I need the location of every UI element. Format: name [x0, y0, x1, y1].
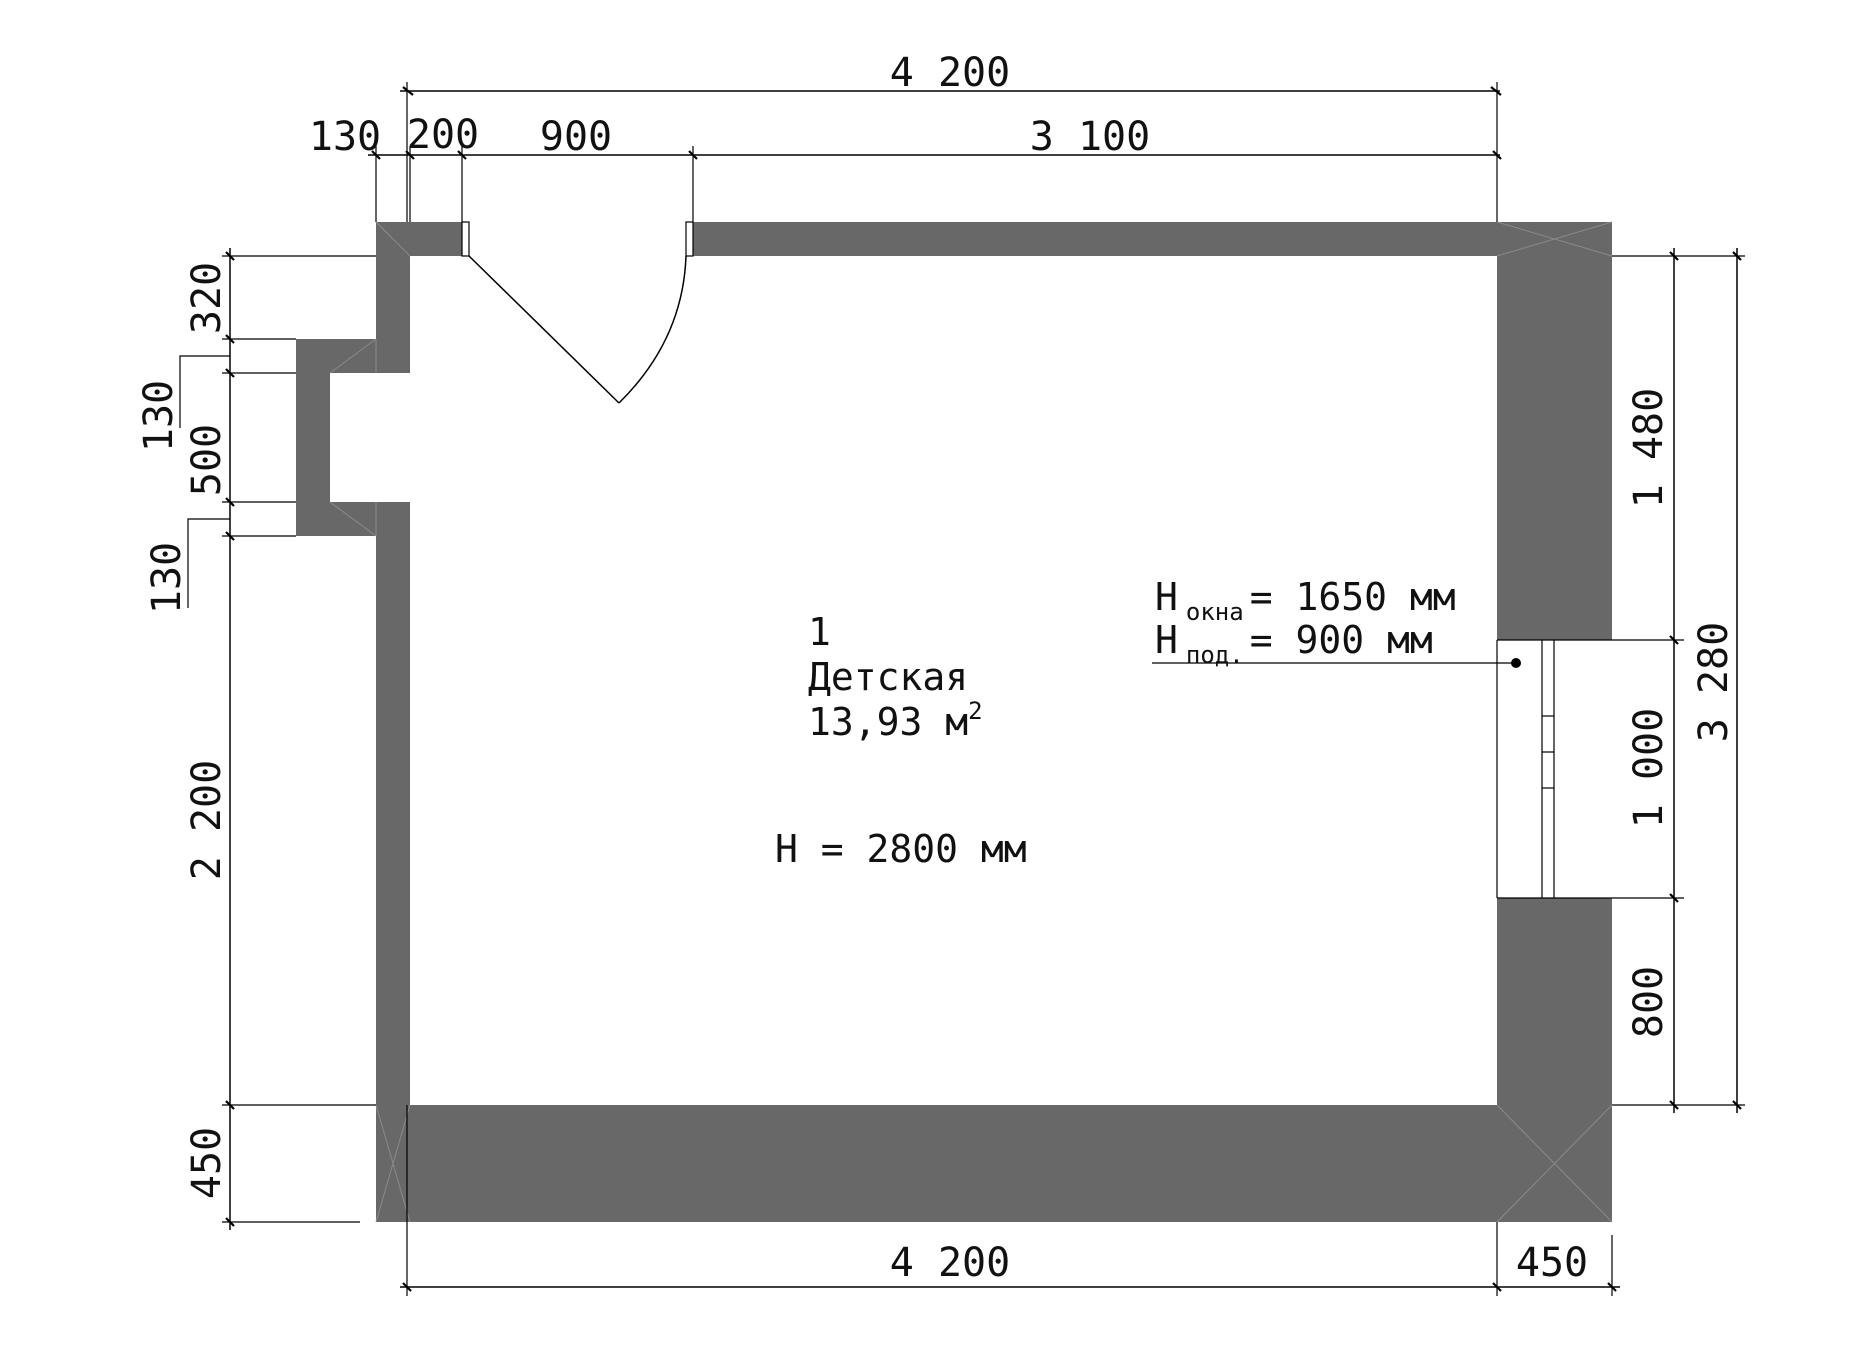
door-swing-arc: [618, 255, 687, 404]
dim-left-130b: 130: [144, 542, 190, 614]
dim-left-500: 500: [184, 424, 230, 496]
window: [1496, 639, 1612, 899]
room-name: Детская: [808, 655, 968, 699]
room-area-superscript: 2: [968, 697, 982, 725]
door: [461, 221, 694, 404]
right-wall-upper: [1497, 222, 1612, 640]
dim-left-320: 320: [184, 262, 230, 334]
walls: [296, 222, 1612, 1222]
dim-left-450: 450: [184, 1127, 230, 1199]
top-wall-right: [693, 222, 1612, 256]
room-number: 1: [808, 610, 831, 654]
dim-top-900: 900: [540, 114, 612, 160]
dim-top-200: 200: [407, 112, 479, 158]
window-note-dot: [1511, 658, 1521, 668]
dim-right-3280: 3 280: [1691, 622, 1737, 742]
room-label: 1 Детская 13,93 м2 H = 2800 мм: [775, 610, 1027, 871]
dim-top-overall: 4 200: [890, 50, 1010, 96]
dim-left-2200: 2 200: [184, 760, 230, 880]
room-height: H = 2800 мм: [775, 827, 1027, 871]
dim-right-1480: 1 480: [1626, 388, 1672, 508]
dim-top-130: 130: [309, 114, 381, 160]
wall-joints: [329, 221, 1613, 1223]
dimension-labels: 4 200 130 200 900 3 100 4 200 450 320 13…: [136, 50, 1737, 1286]
dim-top-3100: 3 100: [1030, 114, 1150, 160]
dim-bottom-450: 450: [1516, 1240, 1588, 1286]
bottom-wall: [376, 1105, 1612, 1222]
door-leaf: [468, 255, 620, 404]
room-area: 13,93 м2: [808, 697, 983, 744]
dimension-lines: [179, 82, 1745, 1296]
left-wall-lower: [376, 502, 410, 1222]
dim-right-1000: 1 000: [1626, 708, 1672, 828]
dim-left-130a: 130: [136, 380, 182, 452]
dim-right-800: 800: [1626, 966, 1672, 1038]
dim-bottom-4200: 4 200: [890, 1240, 1010, 1286]
